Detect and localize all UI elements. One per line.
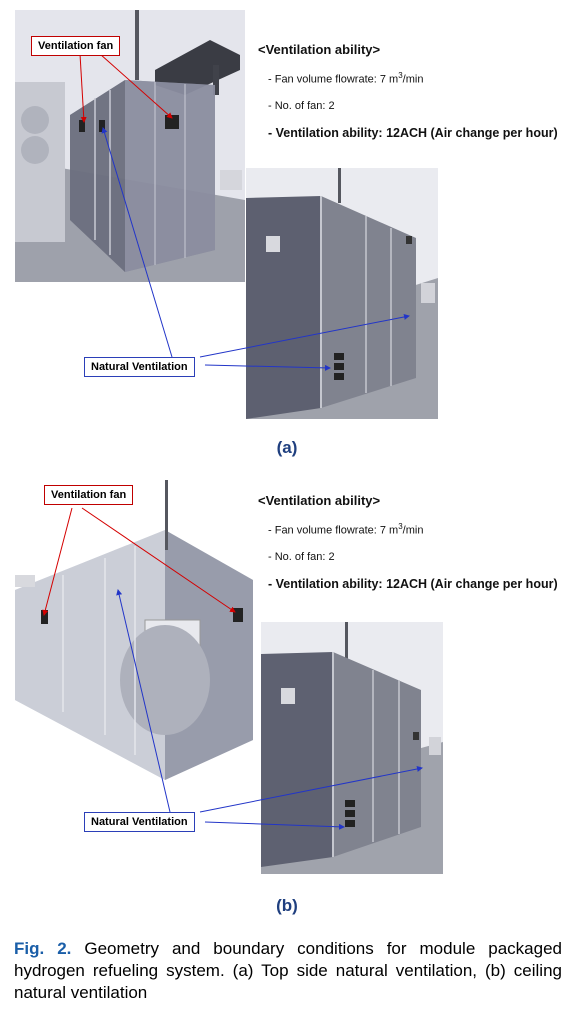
fan-flowrate-a: - Fan volume flowrate: 7 m3/min <box>268 71 558 86</box>
ventilation-ability-title-a: <Ventilation ability> <box>258 42 381 57</box>
arrows-a <box>79 53 410 371</box>
natural-ventilation-label-b: Natural Ventilation <box>84 812 195 832</box>
panel-letter-b: (b) <box>276 896 298 915</box>
ventilation-ability-b: <Ventilation ability> - Fan volume flowr… <box>258 493 558 605</box>
natural-ventilation-label-a: Natural Ventilation <box>84 357 195 377</box>
fan-count-a: - No. of fan: 2 <box>268 99 335 112</box>
fan-flowrate-suffix-a: /min <box>402 73 424 86</box>
ventilation-fan-label-a: Ventilation fan <box>31 36 121 56</box>
ventilation-ability-title-b: <Ventilation ability> <box>258 493 381 508</box>
ach-b: - Ventilation ability: 12ACH (Air change… <box>268 576 558 591</box>
arrows-b <box>42 507 423 830</box>
panel-a: Ventilation fan Natural Ventilation <Ven… <box>0 0 574 470</box>
render-b-right <box>261 622 443 874</box>
figure-caption: Fig. 2. Geometry and boundary conditions… <box>14 938 562 1004</box>
panel-letter-a: (a) <box>276 438 298 457</box>
ach-a: - Ventilation ability: 12ACH (Air change… <box>268 125 558 140</box>
fan-flowrate-prefix-b: - Fan volume flowrate: 7 m <box>268 524 399 537</box>
fan-flowrate-b: - Fan volume flowrate: 7 m3/min <box>268 522 558 537</box>
render-b-left <box>15 480 253 780</box>
ventilation-ability-a: <Ventilation ability> - Fan volume flowr… <box>258 42 558 154</box>
figure-number: Fig. 2. <box>14 939 72 958</box>
fan-flowrate-prefix-a: - Fan volume flowrate: 7 m <box>268 73 399 86</box>
render-a-right <box>246 168 438 419</box>
fan-flowrate-sup-a: 3 <box>398 71 403 80</box>
panel-b: Ventilation fan Natural Ventilation <Ven… <box>0 470 574 930</box>
render-a-left <box>15 10 245 282</box>
fan-flowrate-suffix-b: /min <box>402 524 424 537</box>
fan-count-b: - No. of fan: 2 <box>268 550 335 563</box>
fan-flowrate-sup-b: 3 <box>398 522 403 531</box>
ventilation-fan-label-b: Ventilation fan <box>44 485 134 505</box>
figure-caption-text: Geometry and boundary conditions for mod… <box>14 939 562 1002</box>
